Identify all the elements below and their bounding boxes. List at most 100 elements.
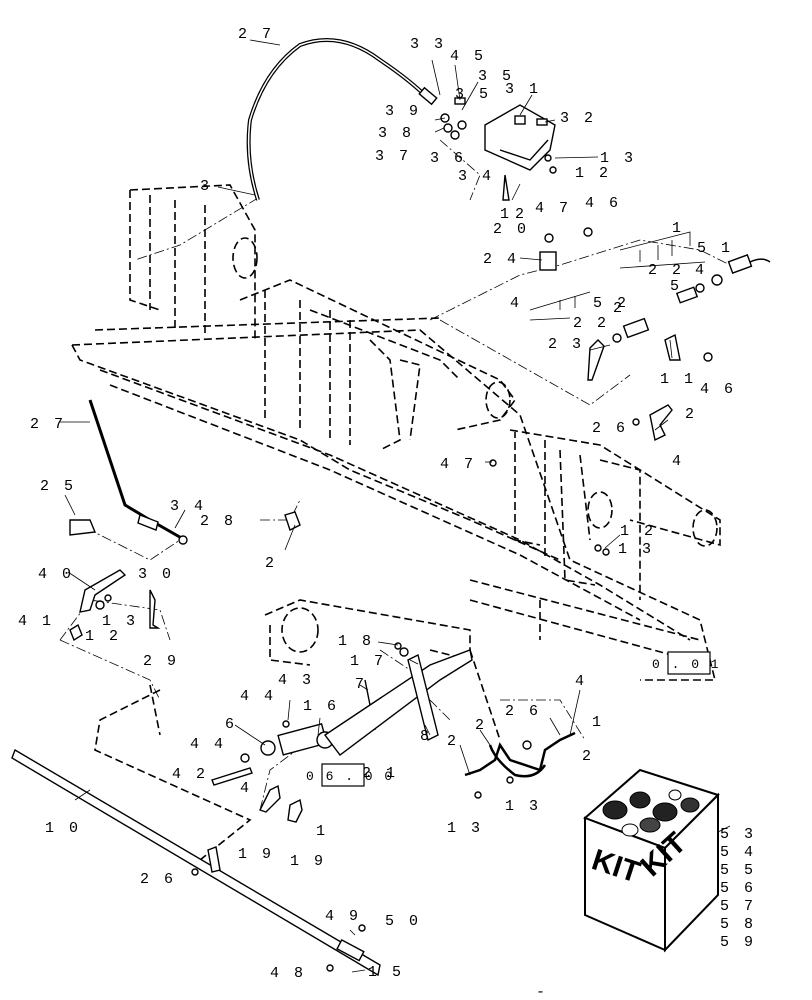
callout-50: 5 0 [385,913,421,930]
callout-1-c: 1 [316,823,328,840]
callout-4-e: 4 [575,673,587,690]
callout-2-d: 2 [265,555,277,572]
part-27-upper-cable [246,38,438,201]
callout-34-upper: 3 4 [458,168,494,185]
callout-2-b: 2 [613,300,625,317]
callout-46-b: 4 6 [700,381,736,398]
callout-34-lower: 3 4 [170,498,206,515]
leader-lines [60,39,706,973]
callout-51: 5 1 [697,240,733,257]
callout-37: 3 7 [375,148,411,165]
fittings-right [587,254,771,381]
callout-13-a: 1 3 [600,150,636,167]
callout-2-e: 2 [475,717,487,734]
callout-12-c: 1 2 [85,628,121,645]
callout-13-c: 1 3 [102,613,138,630]
ref-box-frame-01 [667,651,711,675]
callout-16: 1 6 [303,698,339,715]
callout-labels: 2 7 3 3 4 5 3 5 3 5 3 1 3 9 3 2 3 8 3 7 … [18,26,736,982]
callout-2-g: 2 [582,748,594,765]
callout-52: 5 2 [593,295,629,312]
callout-2-c: 2 [685,406,697,423]
kit-item-54: 5 4 [720,844,756,861]
callout-15: 1 5 [368,964,404,981]
kit-items-list: 5 3 5 4 5 5 5 6 5 7 5 8 5 9 [717,825,756,951]
callout-26-a: 2 6 [592,420,628,437]
callout-1-d: 1 [592,714,604,731]
callout-19-b: 1 9 [290,853,326,870]
callout-38: 3 8 [378,125,414,142]
callout-19-a: 1 9 [238,846,274,863]
left-brackets [69,511,301,642]
callout-18: 1 8 [338,633,374,650]
callout-42: 4 2 [172,766,208,783]
callout-4-c: 4 [672,453,684,470]
part-10-drawbar [11,748,381,977]
callout-3: 3 [200,178,212,195]
ref-box-06-label: 0 6 . 0 0 [306,769,394,784]
callout-48: 4 8 [270,965,306,982]
kit-box: KIT KIT [583,768,720,953]
callout-44-a: 4 4 [240,688,276,705]
callout-46-a: 4 6 [585,195,621,212]
ref-box-frame-06 [321,763,365,787]
callout-4-a: 4 [695,262,707,279]
part-27-lower-cable [88,399,188,545]
lift-arm [323,642,473,756]
callout-7: 7 [355,676,367,693]
callout-24: 2 4 [483,251,519,268]
callout-1-a: 1 [500,206,512,223]
callout-23: 2 3 [548,336,584,353]
kit-item-53: 5 3 [720,826,756,843]
callout-40: 4 0 [38,566,74,583]
cylinder-assembly [211,679,376,823]
kit-item-57: 5 7 [720,898,756,915]
reference-boxes: 0 . 0 1 0 6 . 0 0 [306,651,719,787]
callout-26-c: 2 6 [140,871,176,888]
callout-27-lower: 2 7 [30,416,66,433]
callout-11: 1 1 [660,371,696,388]
callout-13-d: 1 3 [447,820,483,837]
callout-12-b: 1 2 [620,523,656,540]
callout-13-b: 1 3 [618,541,654,558]
callout-22-b: 2 2 [573,315,609,332]
callout-2-a: 2 [515,206,527,223]
callout-6: 6 [225,716,237,733]
callout-35-b: 3 5 [455,86,491,103]
phantom-lines [59,139,741,811]
callout-47-b: 4 7 [440,456,476,473]
callout-29: 2 9 [143,653,179,670]
callout-22-a: 2 2 [648,262,684,279]
callout-36: 3 6 [430,150,466,167]
callout-13-e: 1 3 [505,798,541,815]
callout-26-b: 2 6 [505,703,541,720]
callout-28: 2 8 [200,513,236,530]
callout-25: 2 5 [40,478,76,495]
callout-45: 4 5 [450,48,486,65]
callout-33: 3 3 [410,36,446,53]
callout-27-upper: 2 7 [238,26,274,43]
callout-44-b: 4 4 [190,736,226,753]
callout-12-a: 1 2 [575,165,611,182]
callout-21: 2 1 [362,765,398,782]
hose-assembly-lower [464,731,576,799]
callout-39: 3 9 [385,103,421,120]
kit-fittings-icon [602,789,700,837]
kit-item-59: 5 9 [720,934,756,951]
callout-2-f: 2 [447,733,459,750]
callout-5-a: 5 [670,278,682,295]
callout-31: 3 1 [505,81,541,98]
callout-49: 4 9 [325,908,361,925]
bracket-parts-right [489,404,673,556]
callout-10: 1 0 [45,820,81,837]
callout-43: 4 3 [278,672,314,689]
callout-30: 3 0 [138,566,174,583]
callout-8: 8 [420,728,432,745]
callout-35-a: 3 5 [478,68,514,85]
callout-1-b: 1 [672,220,684,237]
callout-4-b: 4 [510,295,522,312]
callout-20: 2 0 [493,221,529,238]
kit-item-58: 5 8 [720,916,756,933]
callout-41: 4 1 [18,613,54,630]
